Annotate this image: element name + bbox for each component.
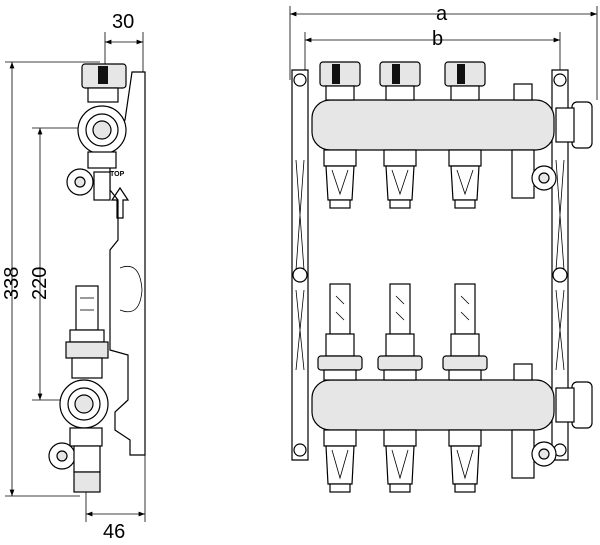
flow-meter <box>75 285 99 331</box>
dimension-30-label: 30 <box>112 11 134 33</box>
left-bracket <box>291 69 309 461</box>
dimension-b-label: b <box>432 28 443 50</box>
flow-meters <box>317 283 488 381</box>
dimension-a <box>289 6 598 100</box>
return-end-cap <box>571 381 593 429</box>
side-view: 338 220 30 46 TOP <box>1 11 146 543</box>
return-connectors <box>323 429 482 493</box>
supply-valves <box>319 61 486 209</box>
up-arrow-icon <box>110 186 130 219</box>
dimension-338-label: 338 <box>1 267 23 300</box>
supply-header-bar <box>311 99 555 151</box>
front-view: a b <box>289 3 598 493</box>
dimension-338 <box>5 61 100 497</box>
flow-direction-label: TOP <box>110 171 125 178</box>
supply-vent-valve <box>511 83 557 199</box>
dimension-46-label: 46 <box>103 521 125 543</box>
dimension-220-label: 220 <box>29 267 51 300</box>
right-bracket <box>551 69 569 461</box>
supply-end-cap <box>571 101 593 149</box>
return-vent-valve <box>511 363 557 479</box>
dimension-a-label: a <box>436 3 448 25</box>
return-header-bar <box>311 379 555 431</box>
bottom-connector <box>73 471 101 493</box>
